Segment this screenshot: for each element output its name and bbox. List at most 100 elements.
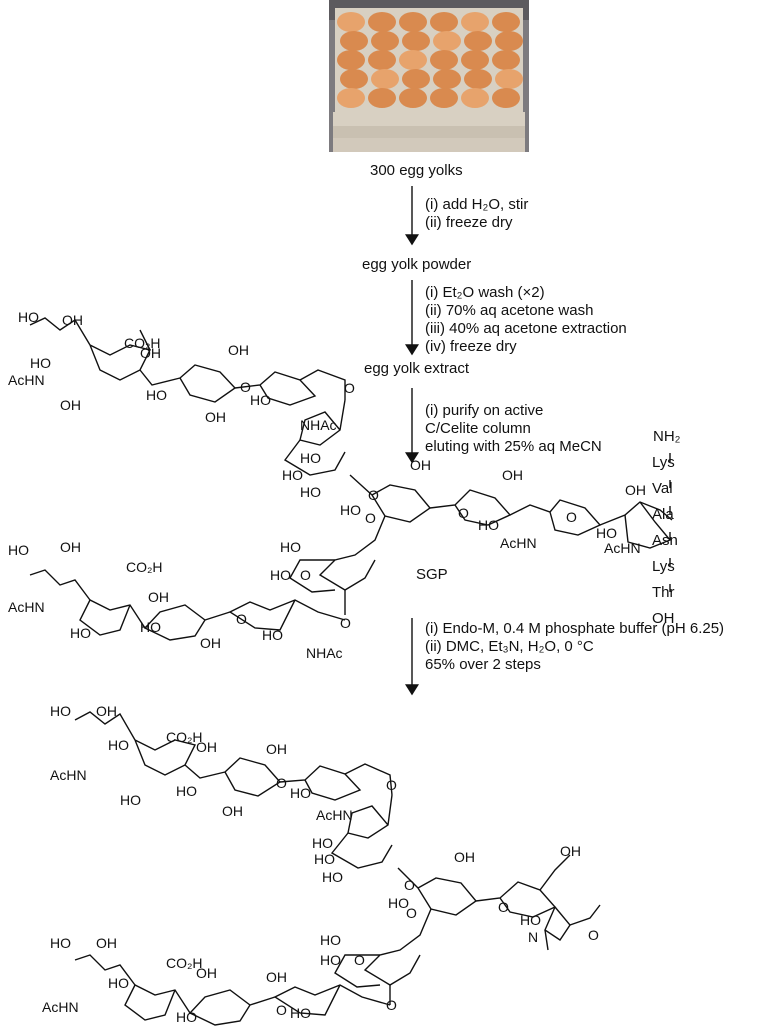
egg	[430, 12, 458, 32]
atom-label-oh: OH	[560, 843, 581, 859]
atom-label-ho: HO	[250, 392, 271, 408]
atom-label-ho: HO	[108, 737, 129, 753]
atom-label-o: O	[566, 509, 577, 525]
peptide-residue: OH	[652, 610, 675, 627]
atom-label-o: O	[300, 567, 311, 583]
atom-label-ho: HO	[282, 467, 303, 483]
sgp-structure	[29, 317, 673, 641]
atom-label-achn: AcHN	[500, 535, 537, 551]
atom-label-o: O	[386, 997, 397, 1013]
egg	[402, 69, 430, 89]
egg	[368, 12, 396, 32]
atom-label-o: O	[406, 905, 417, 921]
atom-label-ho: HO	[520, 912, 541, 928]
egg	[337, 12, 365, 32]
atom-label-ho: HO	[140, 619, 161, 635]
atom-label-achn: AcHN	[8, 599, 45, 615]
atom-label-ho: HO	[176, 783, 197, 799]
step1-line: (i) add H₂O, stir	[425, 196, 529, 213]
atom-label-oh: OH	[228, 342, 249, 358]
atom-label-ho: HO	[70, 625, 91, 641]
atom-label-ho: HO	[388, 895, 409, 911]
atom-label-oh: OH	[96, 935, 117, 951]
egg	[495, 31, 523, 51]
atom-label-o: O	[240, 379, 251, 395]
atom-label-ho: HO	[30, 355, 51, 371]
atom-label-o: O	[386, 777, 397, 793]
atom-label-oh: OH	[266, 969, 287, 985]
atom-label-oh: OH	[502, 467, 523, 483]
atom-label-ho: HO	[300, 484, 321, 500]
atom-label-o: O	[588, 927, 599, 943]
sgp-label: SGP	[416, 566, 448, 583]
step4-line: (ii) DMC, Et₃N, H₂O, 0 °C	[425, 638, 594, 655]
atom-label-ho: HO	[120, 792, 141, 808]
step3-line: eluting with 25% aq MeCN	[425, 438, 602, 455]
oxazoline-structure	[74, 711, 601, 1026]
atom-label-ho: HO	[280, 539, 301, 555]
atom-label-oh: OH	[196, 965, 217, 981]
atom-label-oh: OH	[196, 739, 217, 755]
atom-label-o: O	[365, 510, 376, 526]
atom-label-oh: OH	[222, 803, 243, 819]
atom-label-oh: OH	[60, 539, 81, 555]
atom-label-ho: HO	[50, 703, 71, 719]
step2-line: (iii) 40% aq acetone extraction	[425, 320, 627, 337]
step2-line: (i) Et₂O wash (×2)	[425, 284, 545, 301]
egg	[368, 50, 396, 70]
atom-label-o: O	[236, 611, 247, 627]
atom-label-achn: AcHN	[42, 999, 79, 1015]
atom-label-ho: HO	[262, 627, 283, 643]
step1-line: (ii) freeze dry	[425, 214, 513, 231]
atom-label-co2h: CO₂H	[126, 559, 163, 575]
egg	[340, 31, 368, 51]
atom-label-ho: HO	[176, 1009, 197, 1025]
egg	[495, 69, 523, 89]
atom-label-o: O	[340, 615, 351, 631]
atom-label-ho: HO	[300, 450, 321, 466]
atom-label-oh: OH	[96, 703, 117, 719]
egg	[399, 50, 427, 70]
atom-label-ho: HO	[320, 932, 341, 948]
atom-label-o: O	[354, 952, 365, 968]
atom-label-achn: AcHN	[8, 372, 45, 388]
atom-label-ho: HO	[478, 517, 499, 533]
atom-label-oh: OH	[266, 741, 287, 757]
atom-label-oh: OH	[62, 312, 83, 328]
egg	[371, 31, 399, 51]
step4-conditions: (i) Endo-M, 0.4 M phosphate buffer (pH 6…	[425, 620, 724, 674]
atom-label-o: O	[276, 775, 287, 791]
atom-label-co2h: CO₂H	[124, 335, 161, 351]
atom-label-co2h: CO₂H	[166, 729, 203, 745]
atom-label-oh: OH	[410, 457, 431, 473]
step2-line: (iv) freeze dry	[425, 338, 517, 355]
atom-label-ho: HO	[596, 525, 617, 541]
atom-label-o: O	[498, 899, 509, 915]
egg	[399, 88, 427, 108]
atom-label-o: O	[276, 1002, 287, 1018]
egg	[461, 50, 489, 70]
egg	[492, 88, 520, 108]
atom-label-oh: OH	[454, 849, 475, 865]
atom-label-nhac: NHAc	[300, 417, 337, 433]
atom-label-ho: HO	[322, 869, 343, 885]
peptide-residue: Lys	[652, 454, 675, 471]
atom-label-n: N	[528, 929, 538, 945]
egg	[461, 12, 489, 32]
step4-line: 65% over 2 steps	[425, 656, 541, 673]
egg	[337, 50, 365, 70]
atom-label-ho: HO	[290, 1005, 311, 1021]
atom-label-achn: AcHN	[316, 807, 353, 823]
atom-label-ho: HO	[320, 952, 341, 968]
atom-label-oh: OH	[148, 589, 169, 605]
egg	[464, 69, 492, 89]
egg	[433, 69, 461, 89]
atom-label-ho: HO	[340, 502, 361, 518]
atom-label-ho: HO	[18, 309, 39, 325]
atom-label-o: O	[368, 487, 379, 503]
atom-label-co2h: CO₂H	[166, 955, 203, 971]
step4-line: (i) Endo-M, 0.4 M phosphate buffer (pH 6…	[425, 620, 725, 637]
step3-line: (i) purify on active	[425, 402, 544, 419]
step2-conditions: (i) Et₂O wash (×2) (ii) 70% aq acetone w…	[425, 284, 627, 356]
